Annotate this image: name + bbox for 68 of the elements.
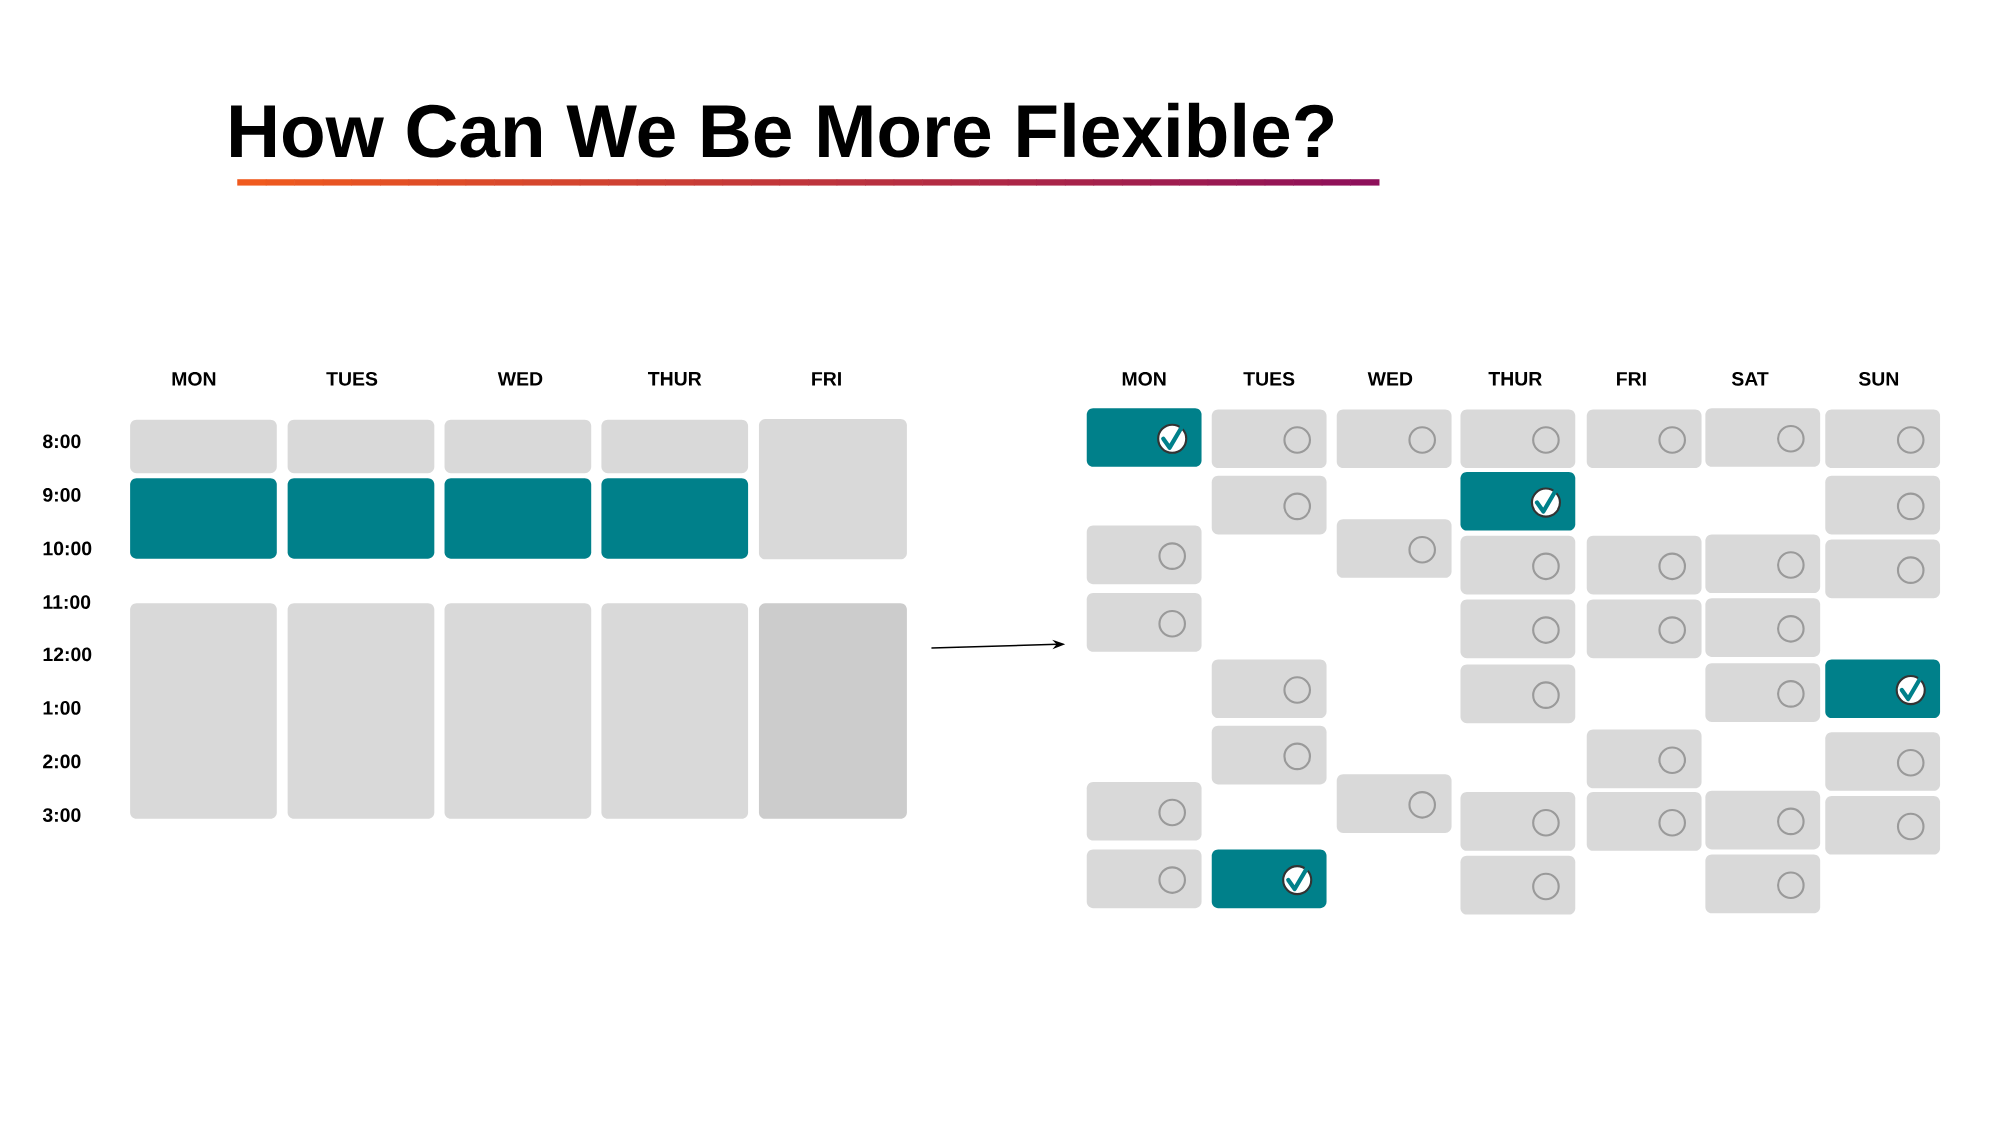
- time-slot-box: [1460, 599, 1576, 659]
- schedule-block: [287, 419, 435, 474]
- schedule-block: [130, 603, 277, 819]
- time-slot-box: [1211, 409, 1327, 469]
- time-slot-box: [1460, 664, 1576, 724]
- time-slot-box: [1586, 792, 1702, 851]
- time-label: 2:00: [43, 754, 81, 769]
- schedule-block: [444, 419, 592, 474]
- day-header: SAT: [1731, 371, 1769, 386]
- time-slot-box: [1336, 519, 1452, 578]
- time-slot-box: [1705, 790, 1821, 850]
- time-slot-box: [1586, 599, 1702, 659]
- time-slot-box: [1211, 475, 1327, 535]
- time-slot-box: [1211, 659, 1327, 719]
- time-label: 9:00: [43, 488, 81, 502]
- day-header: TUES: [326, 371, 378, 386]
- time-slot-box: [1086, 849, 1202, 909]
- time-slot-box: [1705, 598, 1821, 657]
- time-slot-box: [1825, 539, 1941, 599]
- schedule-block: [444, 603, 592, 819]
- time-slot-box: [1825, 475, 1941, 535]
- day-header: WED: [497, 372, 543, 386]
- time-slot-box: [1086, 593, 1202, 652]
- time-slot-box: [1825, 732, 1941, 791]
- time-slot-box: [1825, 795, 1941, 855]
- day-header: TUES: [1243, 371, 1295, 386]
- time-slot-box: [1705, 408, 1821, 467]
- time-slot-box: [1211, 725, 1327, 785]
- schedule-block: [758, 419, 907, 560]
- schedule-block: [601, 603, 749, 819]
- time-slot-box: [1086, 781, 1202, 841]
- day-header: MON: [172, 371, 216, 386]
- schedule-block: [130, 419, 277, 474]
- time-slot-box: [1586, 409, 1702, 469]
- time-slot-box: [1460, 792, 1576, 851]
- time-slot-box: [1460, 535, 1576, 595]
- schedule-block: [601, 419, 749, 474]
- schedule-block: [758, 603, 907, 819]
- time-label: 11:00: [43, 595, 91, 609]
- time-label: 12:00: [43, 647, 92, 662]
- time-slot-box: [1705, 854, 1821, 914]
- time-slot-box: [1586, 729, 1702, 789]
- time-slot-box: [1705, 663, 1821, 722]
- day-header: THUR: [648, 372, 702, 386]
- schedule-block: [287, 603, 435, 819]
- day-header: WED: [1367, 372, 1413, 386]
- time-label: 1:00: [43, 701, 81, 715]
- time-label: 3:00: [42, 808, 81, 822]
- schedule-block: [444, 478, 592, 559]
- time-slot-box: [1825, 409, 1941, 469]
- day-header: THUR: [1488, 372, 1542, 386]
- title: How Can We Be More Flexible?: [231, 102, 1333, 158]
- time-label: 8:00: [43, 434, 81, 449]
- schedule-block: [130, 478, 277, 559]
- day-header: MON: [1122, 371, 1166, 386]
- day-header: FRI: [812, 372, 841, 386]
- time-slot-box: [1336, 409, 1452, 469]
- day-header: FRI: [1617, 372, 1646, 386]
- schedule-block: [287, 478, 435, 559]
- time-slot-box: [1086, 525, 1202, 585]
- time-slot-box: [1460, 409, 1576, 469]
- time-slot-box: [1336, 774, 1452, 833]
- time-slot-box: [1586, 535, 1702, 595]
- schedule-block: [601, 478, 749, 559]
- time-slot-box: [1460, 855, 1576, 915]
- day-header: SUN: [1858, 371, 1899, 386]
- time-slot-box: [1705, 534, 1821, 594]
- time-label: 10:00: [43, 541, 92, 556]
